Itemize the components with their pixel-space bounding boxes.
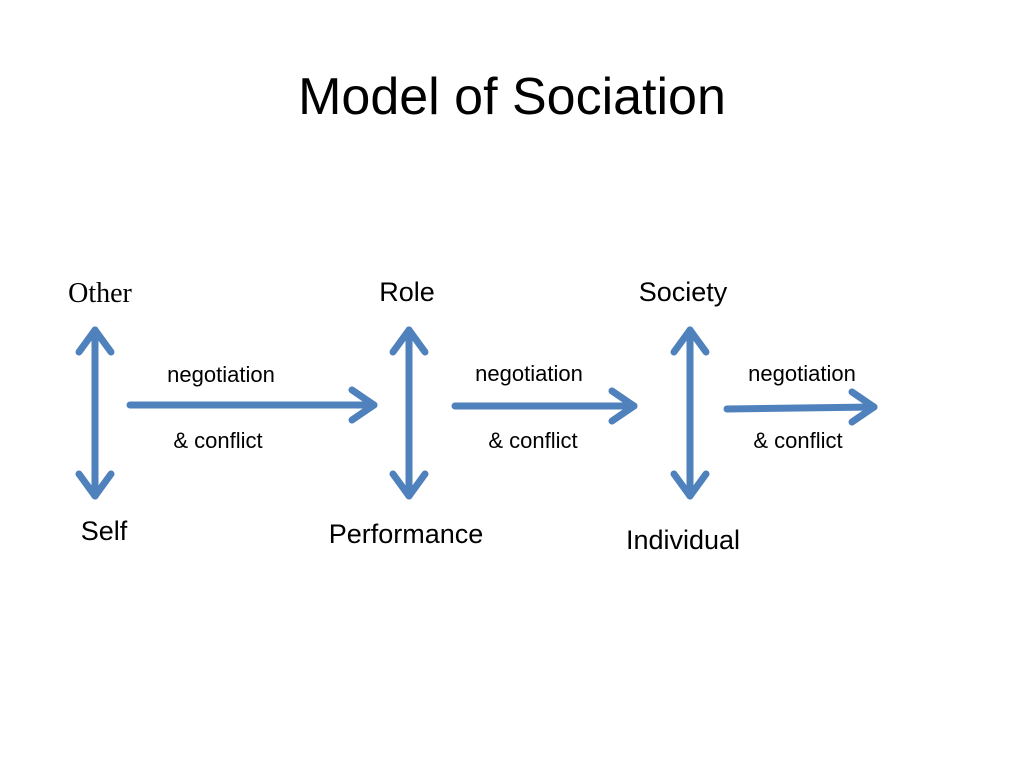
node-other: Other xyxy=(68,278,132,309)
right-arrow-1 xyxy=(126,386,378,424)
right-arrow-2 xyxy=(451,387,638,425)
connector-3-label-bottom: & conflict xyxy=(753,428,843,453)
connector-2-label-top: negotiation xyxy=(475,361,583,386)
slide-title: Model of Sociation xyxy=(298,68,726,126)
node-self: Self xyxy=(80,516,128,546)
connector-3-label-top: negotiation xyxy=(748,361,856,386)
connector-1-label-bottom: & conflict xyxy=(173,428,263,453)
node-role: Role xyxy=(379,277,435,307)
node-individual: Individual xyxy=(625,525,741,555)
double-arrow-other-self xyxy=(75,326,115,500)
connector-1-label-top: negotiation xyxy=(167,362,275,387)
right-arrow-3 xyxy=(723,388,878,426)
double-arrow-role-performance xyxy=(389,326,429,500)
double-arrow-society-individual xyxy=(670,326,710,500)
node-performance: Performance xyxy=(328,519,484,549)
node-society: Society xyxy=(638,277,728,307)
connector-2-label-bottom: & conflict xyxy=(488,428,578,453)
